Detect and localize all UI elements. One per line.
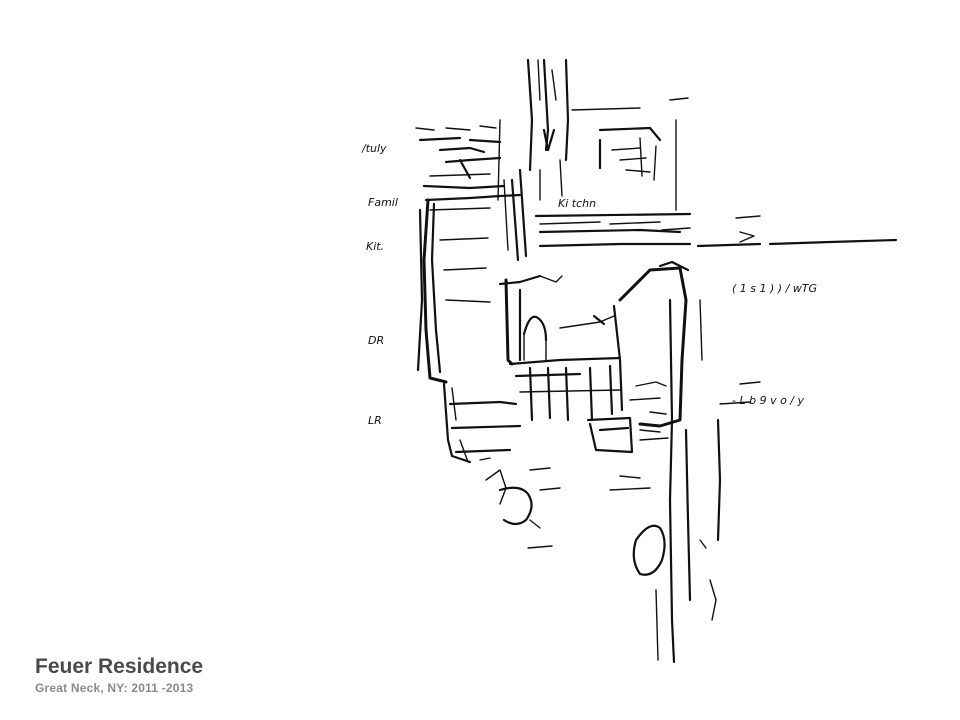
terrace <box>459 439 561 549</box>
label-library: - L b 9 v o / y <box>732 394 805 407</box>
label-kitchen-inner: Ki tchn <box>558 197 596 210</box>
study-block <box>415 119 509 251</box>
landscape-blob <box>609 475 666 576</box>
kitchen-bands <box>534 212 898 248</box>
label-closet-wtg: ( 1 s 1 ) ) / wTG <box>732 282 817 295</box>
west-wing <box>416 193 522 464</box>
label-study: /tuly <box>361 142 387 155</box>
dining-block <box>498 274 622 378</box>
northeast-room <box>571 97 691 231</box>
label-family: Famil <box>368 196 398 209</box>
caption: Feuer Residence Great Neck, NY: 2011 -20… <box>35 654 435 696</box>
entry-corridor <box>510 58 570 262</box>
project-title: Feuer Residence <box>35 655 204 678</box>
east-path <box>655 298 761 664</box>
east-room <box>612 260 690 428</box>
project-subtitle: Great Neck, NY: 2011 -2013 <box>35 681 194 695</box>
label-dining: DR <box>368 334 384 347</box>
south-grid <box>519 364 669 454</box>
label-kitchen: Kit. <box>366 240 384 253</box>
label-living: LR <box>368 414 382 427</box>
